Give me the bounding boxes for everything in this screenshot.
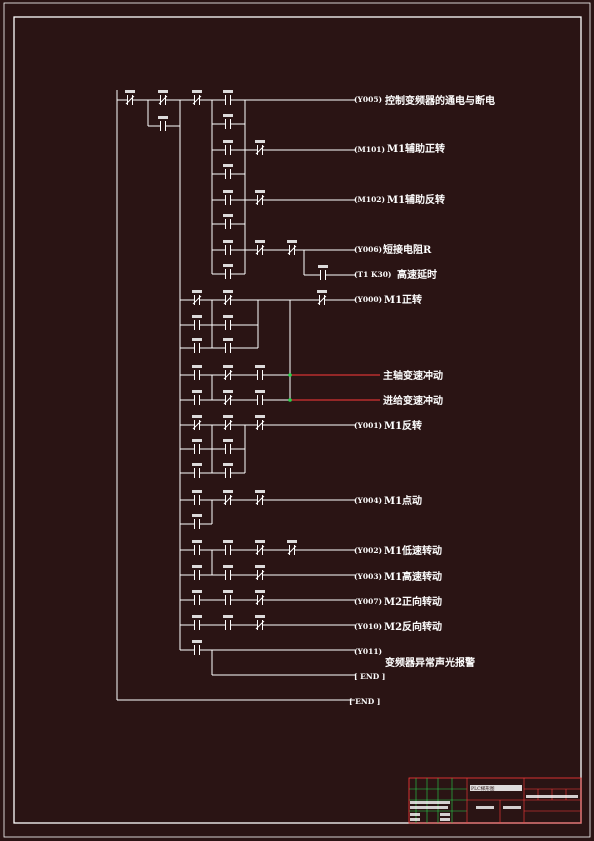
nc-contact bbox=[125, 90, 135, 106]
coil-y012: [ END ] bbox=[354, 672, 385, 681]
nc-contact bbox=[223, 290, 233, 306]
no-contact bbox=[192, 590, 202, 606]
title-block: PLC梯形图 bbox=[408, 777, 582, 824]
no-contact bbox=[192, 463, 202, 479]
ladder-lines bbox=[116, 90, 380, 701]
label-m1-fwd: M1正转 bbox=[384, 293, 422, 306]
no-contact bbox=[223, 315, 233, 331]
no-contact bbox=[192, 439, 202, 455]
no-contact bbox=[192, 565, 202, 581]
no-contact bbox=[223, 164, 233, 180]
nc-contact bbox=[255, 615, 265, 631]
label-feed-jog: 进给变速冲动 bbox=[383, 394, 443, 407]
output-labels: (Y005) 控制变频器的通电与断电 (M101) M1辅助正转 (M102) … bbox=[349, 94, 495, 706]
nc-contact bbox=[255, 140, 265, 156]
no-contact bbox=[223, 540, 233, 556]
no-contact bbox=[192, 315, 202, 331]
no-contact bbox=[223, 190, 233, 206]
nc-contact bbox=[192, 90, 202, 106]
no-contact bbox=[223, 463, 233, 479]
coil-y002: (Y002) bbox=[354, 546, 382, 555]
no-contact bbox=[192, 338, 202, 354]
label-m2-fwd: M2正向转动 bbox=[384, 595, 442, 608]
no-contact bbox=[223, 615, 233, 631]
nc-contact bbox=[287, 240, 297, 256]
nc-contact bbox=[158, 90, 168, 106]
label-m1-high: M1高速转动 bbox=[384, 570, 442, 583]
no-contact bbox=[223, 338, 233, 354]
no-contact bbox=[192, 615, 202, 631]
no-contact bbox=[223, 214, 233, 230]
coil-y003: (Y003) bbox=[354, 572, 382, 581]
no-contact bbox=[318, 265, 328, 281]
label-m2-rev: M2反向转动 bbox=[384, 620, 442, 633]
junction-dot bbox=[288, 398, 292, 402]
coil-y007: (Y007) bbox=[354, 597, 382, 606]
label-high-delay: 高速延时 bbox=[397, 268, 437, 281]
contacts-layer bbox=[125, 90, 328, 656]
coil-y005: (Y005) bbox=[354, 95, 382, 104]
outer-frame bbox=[3, 2, 591, 838]
nc-contact bbox=[255, 490, 265, 506]
no-contact bbox=[223, 240, 233, 256]
inner-frame bbox=[13, 16, 582, 824]
nc-contact bbox=[255, 565, 265, 581]
no-contact bbox=[223, 565, 233, 581]
label-m1-aux-fwd: M1辅助正转 bbox=[387, 142, 445, 155]
nc-contact bbox=[223, 390, 233, 406]
no-contact bbox=[223, 264, 233, 280]
nc-contact bbox=[192, 415, 202, 431]
title-block-title: PLC梯形图 bbox=[471, 785, 495, 792]
nc-contact bbox=[255, 190, 265, 206]
label-vfd-alarm: 变频器异常声光报警 bbox=[385, 656, 475, 669]
nc-contact bbox=[287, 540, 297, 556]
label-short-r: 短接电阻R bbox=[383, 243, 432, 256]
coil-y001: (Y001) bbox=[354, 421, 382, 430]
nc-contact bbox=[317, 290, 327, 306]
label-m1-jog: M1点动 bbox=[384, 494, 422, 507]
no-contact bbox=[158, 116, 168, 132]
no-contact bbox=[223, 439, 233, 455]
no-contact bbox=[255, 365, 265, 381]
no-contact bbox=[223, 114, 233, 130]
label-vfd-power: 控制变频器的通电与断电 bbox=[385, 94, 495, 107]
label-spindle-jog: 主轴变速冲动 bbox=[383, 369, 443, 382]
coil-m101: (M101) bbox=[354, 145, 385, 154]
label-m1-aux-rev: M1辅助反转 bbox=[387, 193, 445, 206]
coil-y004: (Y004) bbox=[354, 496, 382, 505]
coil-end: [ END ] bbox=[349, 697, 380, 706]
nc-contact bbox=[255, 590, 265, 606]
no-contact bbox=[192, 490, 202, 506]
coil-y006: (Y006) bbox=[354, 245, 382, 254]
no-contact bbox=[192, 540, 202, 556]
nc-contact bbox=[255, 240, 265, 256]
coil-y010: (Y010) bbox=[354, 622, 382, 631]
no-contact bbox=[223, 90, 233, 106]
label-m1-rev: M1反转 bbox=[384, 419, 422, 432]
no-contact bbox=[192, 390, 202, 406]
nc-contact bbox=[223, 415, 233, 431]
junction-dot bbox=[288, 373, 292, 377]
coil-y000: (Y000) bbox=[354, 295, 382, 304]
coil-m102: (M102) bbox=[354, 195, 385, 204]
nc-contact bbox=[223, 490, 233, 506]
no-contact bbox=[192, 640, 202, 656]
coil-y011: (Y011) bbox=[354, 647, 382, 656]
coil-t1: (T1 K30) bbox=[354, 270, 391, 279]
no-contact bbox=[255, 390, 265, 406]
no-contact bbox=[192, 514, 202, 530]
label-m1-low: M1低速转动 bbox=[384, 544, 442, 557]
nc-contact bbox=[223, 365, 233, 381]
no-contact bbox=[192, 365, 202, 381]
nc-contact bbox=[255, 540, 265, 556]
no-contact bbox=[223, 140, 233, 156]
nc-contact bbox=[255, 415, 265, 431]
nc-contact bbox=[192, 290, 202, 306]
no-contact bbox=[223, 590, 233, 606]
